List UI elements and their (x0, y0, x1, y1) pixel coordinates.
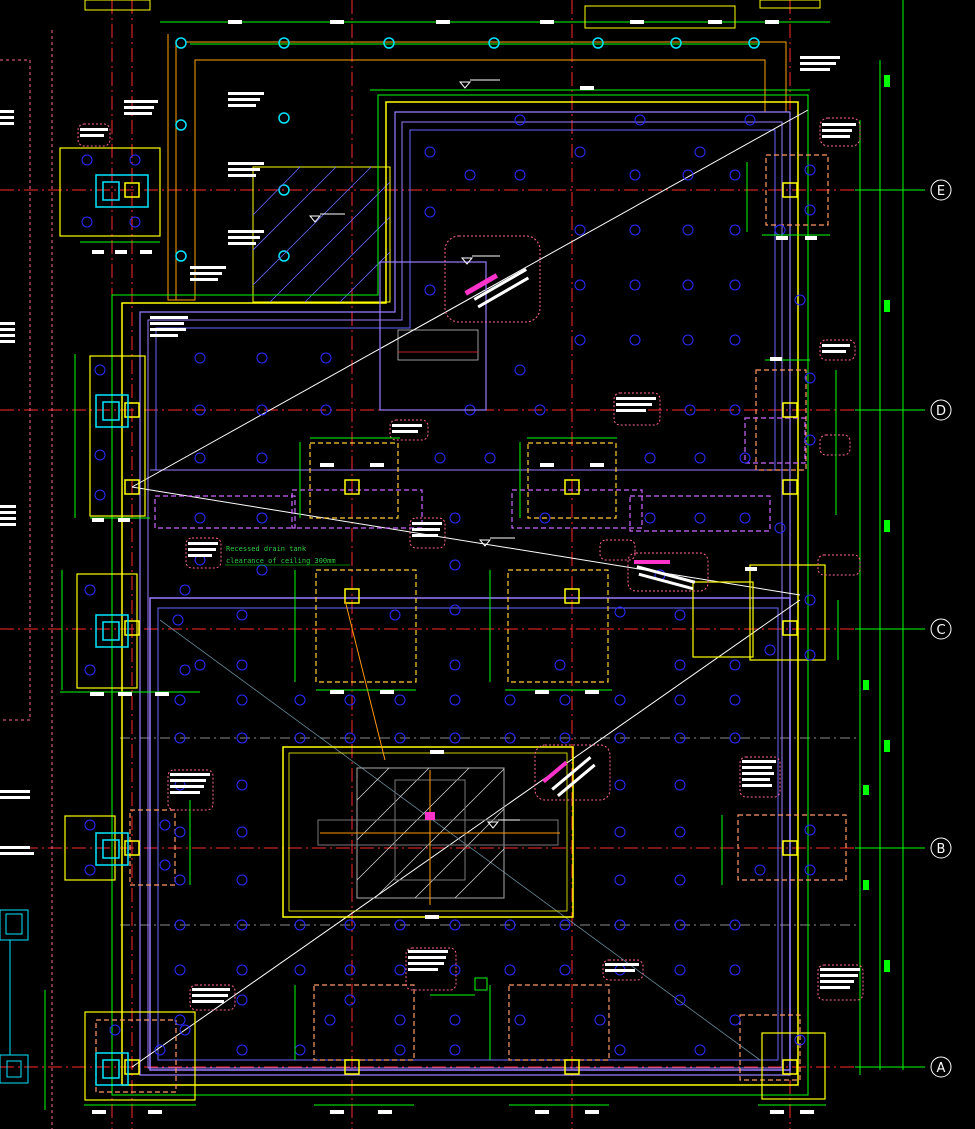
magenta-marks (425, 273, 670, 820)
main-outline (111, 94, 809, 1096)
axis-label-e: E (937, 184, 945, 199)
columns (95, 174, 798, 1086)
top-sump (379, 235, 541, 411)
note-recessed-tank: Recessed drain tank (226, 545, 307, 553)
secondary-grid (120, 737, 860, 926)
axis-label-c: C (936, 623, 945, 638)
level-markers (308, 79, 520, 829)
axis-bubble-c[interactable]: C (930, 618, 952, 640)
top-left-sump (252, 166, 391, 303)
left-neighbour-outline (0, 30, 53, 1129)
axis-label-b: B (937, 842, 946, 857)
perimeter-dims (44, 162, 839, 1110)
right-dim-ticks (863, 75, 890, 972)
top-frame (84, 0, 821, 301)
axis-bubbles: E D C B A (930, 179, 952, 1078)
small-markers (430, 977, 488, 996)
green-notes: Recessed drain tank clearance of ceiling… (225, 545, 350, 566)
gray-diagonals (159, 619, 761, 1061)
callout-clouds (77, 117, 864, 1011)
central-pit (282, 599, 574, 918)
section-lines (131, 109, 809, 1068)
left-neighbour-cyan (0, 909, 29, 1084)
pile-caps (59, 147, 847, 1101)
axis-bubble-d[interactable]: D (930, 399, 952, 421)
axis-bubble-b[interactable]: B (930, 837, 952, 859)
axis-label-d: D (936, 404, 946, 419)
axis-label-a: A (937, 1061, 946, 1076)
annotation-blocks (0, 56, 860, 1003)
dim-text-blocks (90, 20, 817, 1114)
axis-bubble-e[interactable]: E (930, 179, 952, 201)
right-dimension-chains (855, 0, 925, 1075)
piles (81, 114, 816, 1056)
top-cyan-markers (175, 37, 760, 262)
axis-bubble-a[interactable]: A (930, 1056, 952, 1078)
white-diag-labels (473, 268, 696, 797)
note-clearance: clearance of ceiling 300mm (226, 557, 336, 565)
